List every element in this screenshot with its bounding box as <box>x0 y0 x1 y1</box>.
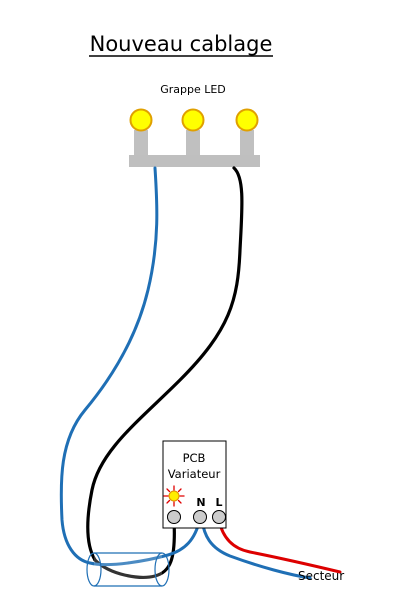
terminal-label-n: N <box>196 496 205 509</box>
led-stem-3 <box>240 130 254 156</box>
pcb-label-line1: PCB <box>183 451 206 465</box>
led-bulb-1 <box>129 108 153 132</box>
wire-blue-led <box>59 166 159 565</box>
led-stem-1 <box>134 130 148 156</box>
wire-black-led <box>86 166 244 562</box>
terminal-label-l: L <box>215 496 222 509</box>
pcb-label-line2: Variateur <box>168 467 221 481</box>
led-bulb-3 <box>235 108 259 132</box>
wire-blue-tube <box>88 517 202 567</box>
indicator-led-icon <box>163 485 185 507</box>
diagram-title: Nouveau cablage <box>90 32 273 56</box>
led-cluster-bar <box>129 155 260 167</box>
led-bulb-2 <box>181 108 205 132</box>
mains-label: Secteur <box>298 569 344 583</box>
led-cluster-label: Grappe LED <box>160 83 226 96</box>
connector-n <box>193 510 207 524</box>
cable-tube <box>86 552 170 587</box>
connector-l <box>212 510 226 524</box>
wire-blue-mains <box>200 518 312 580</box>
led-stem-2 <box>186 130 200 156</box>
wire-red-mains <box>217 518 342 574</box>
connector-led <box>167 510 181 524</box>
